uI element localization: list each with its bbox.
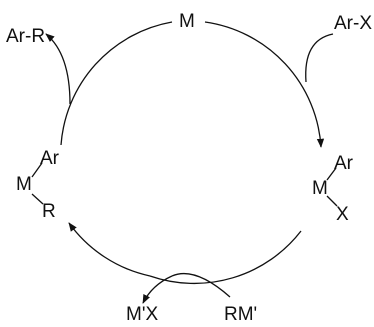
organometallic-label: RM' — [224, 304, 258, 325]
oxidative-complex-x: X — [336, 204, 349, 225]
coupled-product-label: Ar-R — [6, 26, 46, 47]
transmetalation-complex-metal: M — [16, 174, 32, 195]
byproduct-out-arrow — [142, 275, 173, 304]
transmetalation-complex-r: R — [42, 201, 56, 222]
aryl-halide-in-arrow — [305, 33, 334, 83]
bond-m-r-left — [31, 193, 44, 205]
byproduct-label: M'X — [126, 304, 159, 325]
cycle-arc-top-right — [204, 21, 325, 148]
oxidative-complex-ar: Ar — [334, 153, 353, 174]
oxidative-complex-metal: M — [312, 178, 328, 199]
bond-m-x-right — [326, 195, 338, 207]
cycle-arc-right-bottom — [149, 230, 302, 285]
cycle-arc-left-top — [60, 21, 173, 146]
aryl-halide-label: Ar-X — [334, 13, 372, 34]
product-out-arrow — [45, 33, 71, 105]
catalyst-label: M — [179, 11, 195, 32]
transmetalation-complex-ar: Ar — [40, 148, 59, 169]
bond-m-ar-left — [31, 162, 43, 178]
bond-m-ar-right — [326, 167, 337, 181]
cycle-arc-bottom-left — [68, 222, 151, 277]
organometallic-in-arrow — [171, 272, 231, 298]
